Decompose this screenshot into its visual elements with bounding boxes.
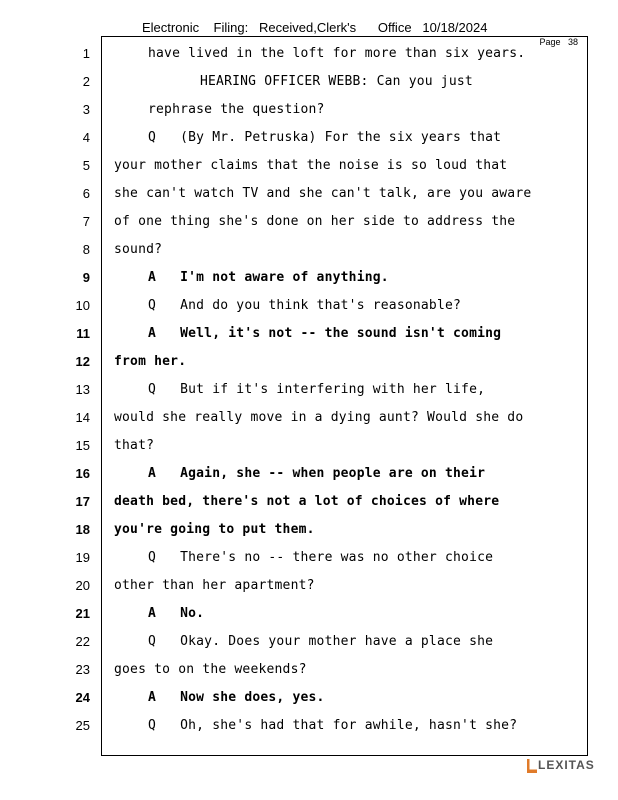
transcript-line: that? (114, 438, 155, 453)
transcript-line: Q And do you think that's reasonable? (148, 298, 462, 313)
line-number: 25 (75, 718, 90, 733)
line-number: 9 (82, 270, 90, 285)
transcript-line: you're going to put them. (114, 522, 315, 537)
transcript-frame (101, 36, 588, 756)
transcript-line: Q But if it's interfering with her life, (148, 382, 486, 397)
line-number: 24 (75, 690, 90, 705)
transcript-line: rephrase the question? (148, 102, 325, 117)
page-number: Page 38 (539, 37, 578, 47)
line-number: 23 (75, 662, 90, 677)
transcript-line: Q There's no -- there was no other choic… (148, 550, 494, 565)
transcript-line: A Again, she -- when people are on their (148, 466, 486, 481)
filing-stamp: Electronic Filing: Received,Clerk's Offi… (142, 20, 488, 35)
transcript-line: would she really move in a dying aunt? W… (114, 410, 524, 425)
line-number: 13 (75, 382, 90, 397)
line-number: 1 (82, 46, 90, 61)
line-number: 11 (76, 326, 90, 341)
transcript-line: Q Oh, she's had that for awhile, hasn't … (148, 718, 518, 733)
transcript-line: Q Okay. Does your mother have a place sh… (148, 634, 494, 649)
transcript-line: Q (By Mr. Petruska) For the six years th… (148, 130, 502, 145)
line-number: 6 (82, 186, 90, 201)
line-number: 17 (75, 494, 90, 509)
line-number: 14 (75, 410, 90, 425)
lexitas-logo: LEXITAS (526, 758, 596, 776)
line-number: 5 (82, 158, 90, 173)
transcript-line: she can't watch TV and she can't talk, a… (114, 186, 532, 201)
transcript-line: have lived in the loft for more than six… (148, 46, 526, 61)
line-number: 4 (82, 130, 90, 145)
line-number: 10 (75, 298, 90, 313)
logo-text: LEXITAS (538, 758, 595, 772)
transcript-line: your mother claims that the noise is so … (114, 158, 508, 173)
line-number: 12 (75, 354, 90, 369)
line-number: 8 (82, 242, 90, 257)
transcript-line: from her. (114, 354, 187, 369)
line-number: 7 (82, 214, 90, 229)
line-number: 21 (75, 606, 90, 621)
transcript-line: A I'm not aware of anything. (148, 270, 389, 285)
transcript-line: HEARING OFFICER WEBB: Can you just (200, 74, 473, 89)
lexitas-logo-icon (527, 759, 537, 773)
transcript-line: of one thing she's done on her side to a… (114, 214, 516, 229)
line-number: 18 (75, 522, 90, 537)
transcript-line: A No. (148, 606, 205, 621)
transcript-line: A Well, it's not -- the sound isn't comi… (148, 326, 502, 341)
line-number: 2 (82, 74, 90, 89)
transcript-line: other than her apartment? (114, 578, 315, 593)
transcript-line: goes to on the weekends? (114, 662, 307, 677)
line-number: 3 (82, 102, 90, 117)
line-number: 15 (75, 438, 90, 453)
line-number: 19 (75, 550, 90, 565)
transcript-line: A Now she does, yes. (148, 690, 325, 705)
transcript-line: death bed, there's not a lot of choices … (114, 494, 500, 509)
transcript-line: sound? (114, 242, 163, 257)
line-number: 20 (75, 578, 90, 593)
line-number: 22 (75, 634, 90, 649)
line-number: 16 (75, 466, 90, 481)
